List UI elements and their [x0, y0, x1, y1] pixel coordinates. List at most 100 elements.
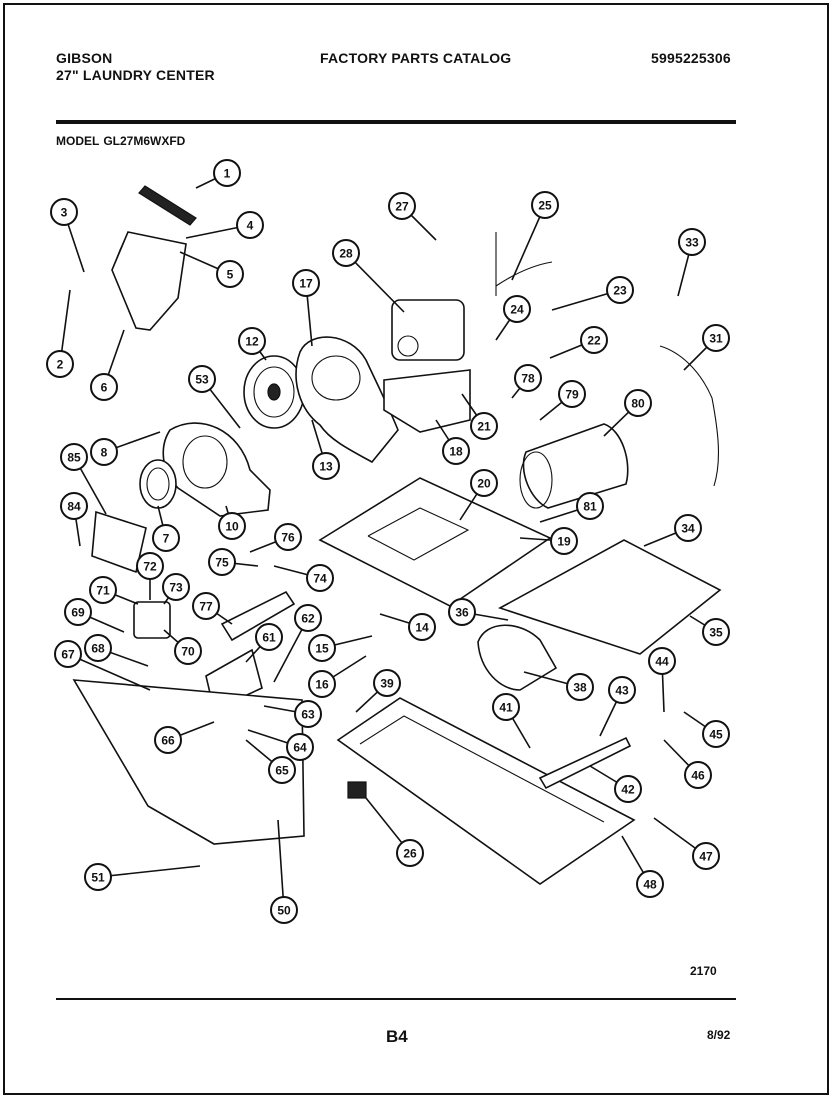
part-motor — [391, 299, 465, 361]
callout-number: 47 — [699, 850, 713, 864]
callout-circle — [90, 438, 118, 466]
callout-number: 1 — [224, 167, 231, 181]
callout-number: 41 — [499, 701, 513, 715]
callout-number: 18 — [449, 445, 463, 459]
callout-61: 61 — [255, 623, 283, 651]
callout-number: 53 — [195, 373, 209, 387]
callout-65: 65 — [268, 756, 296, 784]
callout-26: 26 — [396, 839, 424, 867]
catalog-title: FACTORY PARTS CATALOG — [320, 50, 512, 66]
callout-number: 12 — [245, 335, 259, 349]
callout-circle — [213, 159, 241, 187]
callout-circle — [238, 327, 266, 355]
callout-circle — [60, 443, 88, 471]
callout-number: 34 — [681, 522, 695, 536]
callout-number: 16 — [315, 678, 329, 692]
callout-number: 39 — [380, 677, 394, 691]
callout-number: 14 — [415, 621, 429, 635]
callout-circle — [216, 260, 244, 288]
callout-38: 38 — [566, 673, 594, 701]
callout-circle — [308, 670, 336, 698]
callout-25: 25 — [531, 191, 559, 219]
callout-number: 81 — [583, 500, 597, 514]
callout-circle — [396, 839, 424, 867]
callout-number: 31 — [709, 332, 723, 346]
callout-circle — [492, 693, 520, 721]
callout-circle — [702, 324, 730, 352]
callout-number: 48 — [643, 878, 657, 892]
callout-number: 4 — [247, 219, 254, 233]
callout-number: 13 — [319, 460, 333, 474]
callout-6: 6 — [90, 373, 118, 401]
part-callout-labels: 1234567810121314151617181920212223242526… — [46, 159, 730, 924]
callout-47: 47 — [692, 842, 720, 870]
callout-circle — [286, 733, 314, 761]
callout-74: 74 — [306, 564, 334, 592]
callout-circle — [576, 492, 604, 520]
callout-number: 36 — [455, 606, 469, 620]
callout-circle — [268, 756, 296, 784]
part-filter-strip — [138, 185, 197, 226]
callout-35: 35 — [702, 618, 730, 646]
callout-46: 46 — [684, 761, 712, 789]
callout-circle — [470, 469, 498, 497]
callout-1: 1 — [213, 159, 241, 187]
callout-circle — [373, 669, 401, 697]
callout-circle — [54, 640, 82, 668]
part-foot — [347, 781, 367, 799]
part-blower-housing — [295, 336, 399, 464]
callout-8: 8 — [90, 438, 118, 466]
callout-circle — [208, 548, 236, 576]
callout-5: 5 — [216, 260, 244, 288]
callout-circle — [503, 295, 531, 323]
callout-circle — [580, 326, 608, 354]
callout-number: 21 — [477, 420, 491, 434]
callout-number: 64 — [293, 741, 307, 755]
callout-circle — [470, 412, 498, 440]
callout-circle — [550, 527, 578, 555]
callout-circle — [614, 775, 642, 803]
part-burner-housing — [477, 624, 558, 691]
callout-circle — [308, 634, 336, 662]
part-toe-plate — [336, 697, 636, 885]
callout-circle — [558, 380, 586, 408]
callout-circle — [608, 676, 636, 704]
callout-number: 62 — [301, 612, 315, 626]
callout-number: 20 — [477, 477, 491, 491]
callout-10: 10 — [218, 512, 246, 540]
callout-circle — [674, 514, 702, 542]
callout-circle — [702, 618, 730, 646]
callout-45: 45 — [702, 720, 730, 748]
callout-number: 42 — [621, 783, 635, 797]
print-date: 8/92 — [707, 1028, 731, 1042]
page-number: B4 — [386, 1027, 408, 1046]
callout-number: 68 — [91, 642, 105, 656]
model-number: GL27M6WXFD — [103, 134, 186, 148]
callout-68: 68 — [84, 634, 112, 662]
callout-circle — [292, 269, 320, 297]
callout-number: 84 — [67, 500, 81, 514]
callout-42: 42 — [614, 775, 642, 803]
callout-number: 10 — [225, 520, 239, 534]
callout-21: 21 — [470, 412, 498, 440]
callout-80: 80 — [624, 389, 652, 417]
callout-number: 28 — [339, 247, 353, 261]
callout-number: 17 — [299, 277, 313, 291]
brand-name: GIBSON — [56, 50, 113, 66]
callout-circle — [60, 492, 88, 520]
callout-number: 5 — [227, 268, 234, 282]
page-border — [3, 3, 829, 1095]
part-valve — [133, 601, 171, 639]
callout-number: 70 — [181, 645, 195, 659]
callout-66: 66 — [154, 726, 182, 754]
callout-number: 51 — [91, 871, 105, 885]
callout-circle — [624, 389, 652, 417]
callout-20: 20 — [470, 469, 498, 497]
callout-75: 75 — [208, 548, 236, 576]
callout-22: 22 — [580, 326, 608, 354]
callout-3: 3 — [50, 198, 78, 226]
callout-number: 45 — [709, 728, 723, 742]
callout-circle — [90, 373, 118, 401]
callout-number: 67 — [61, 648, 75, 662]
